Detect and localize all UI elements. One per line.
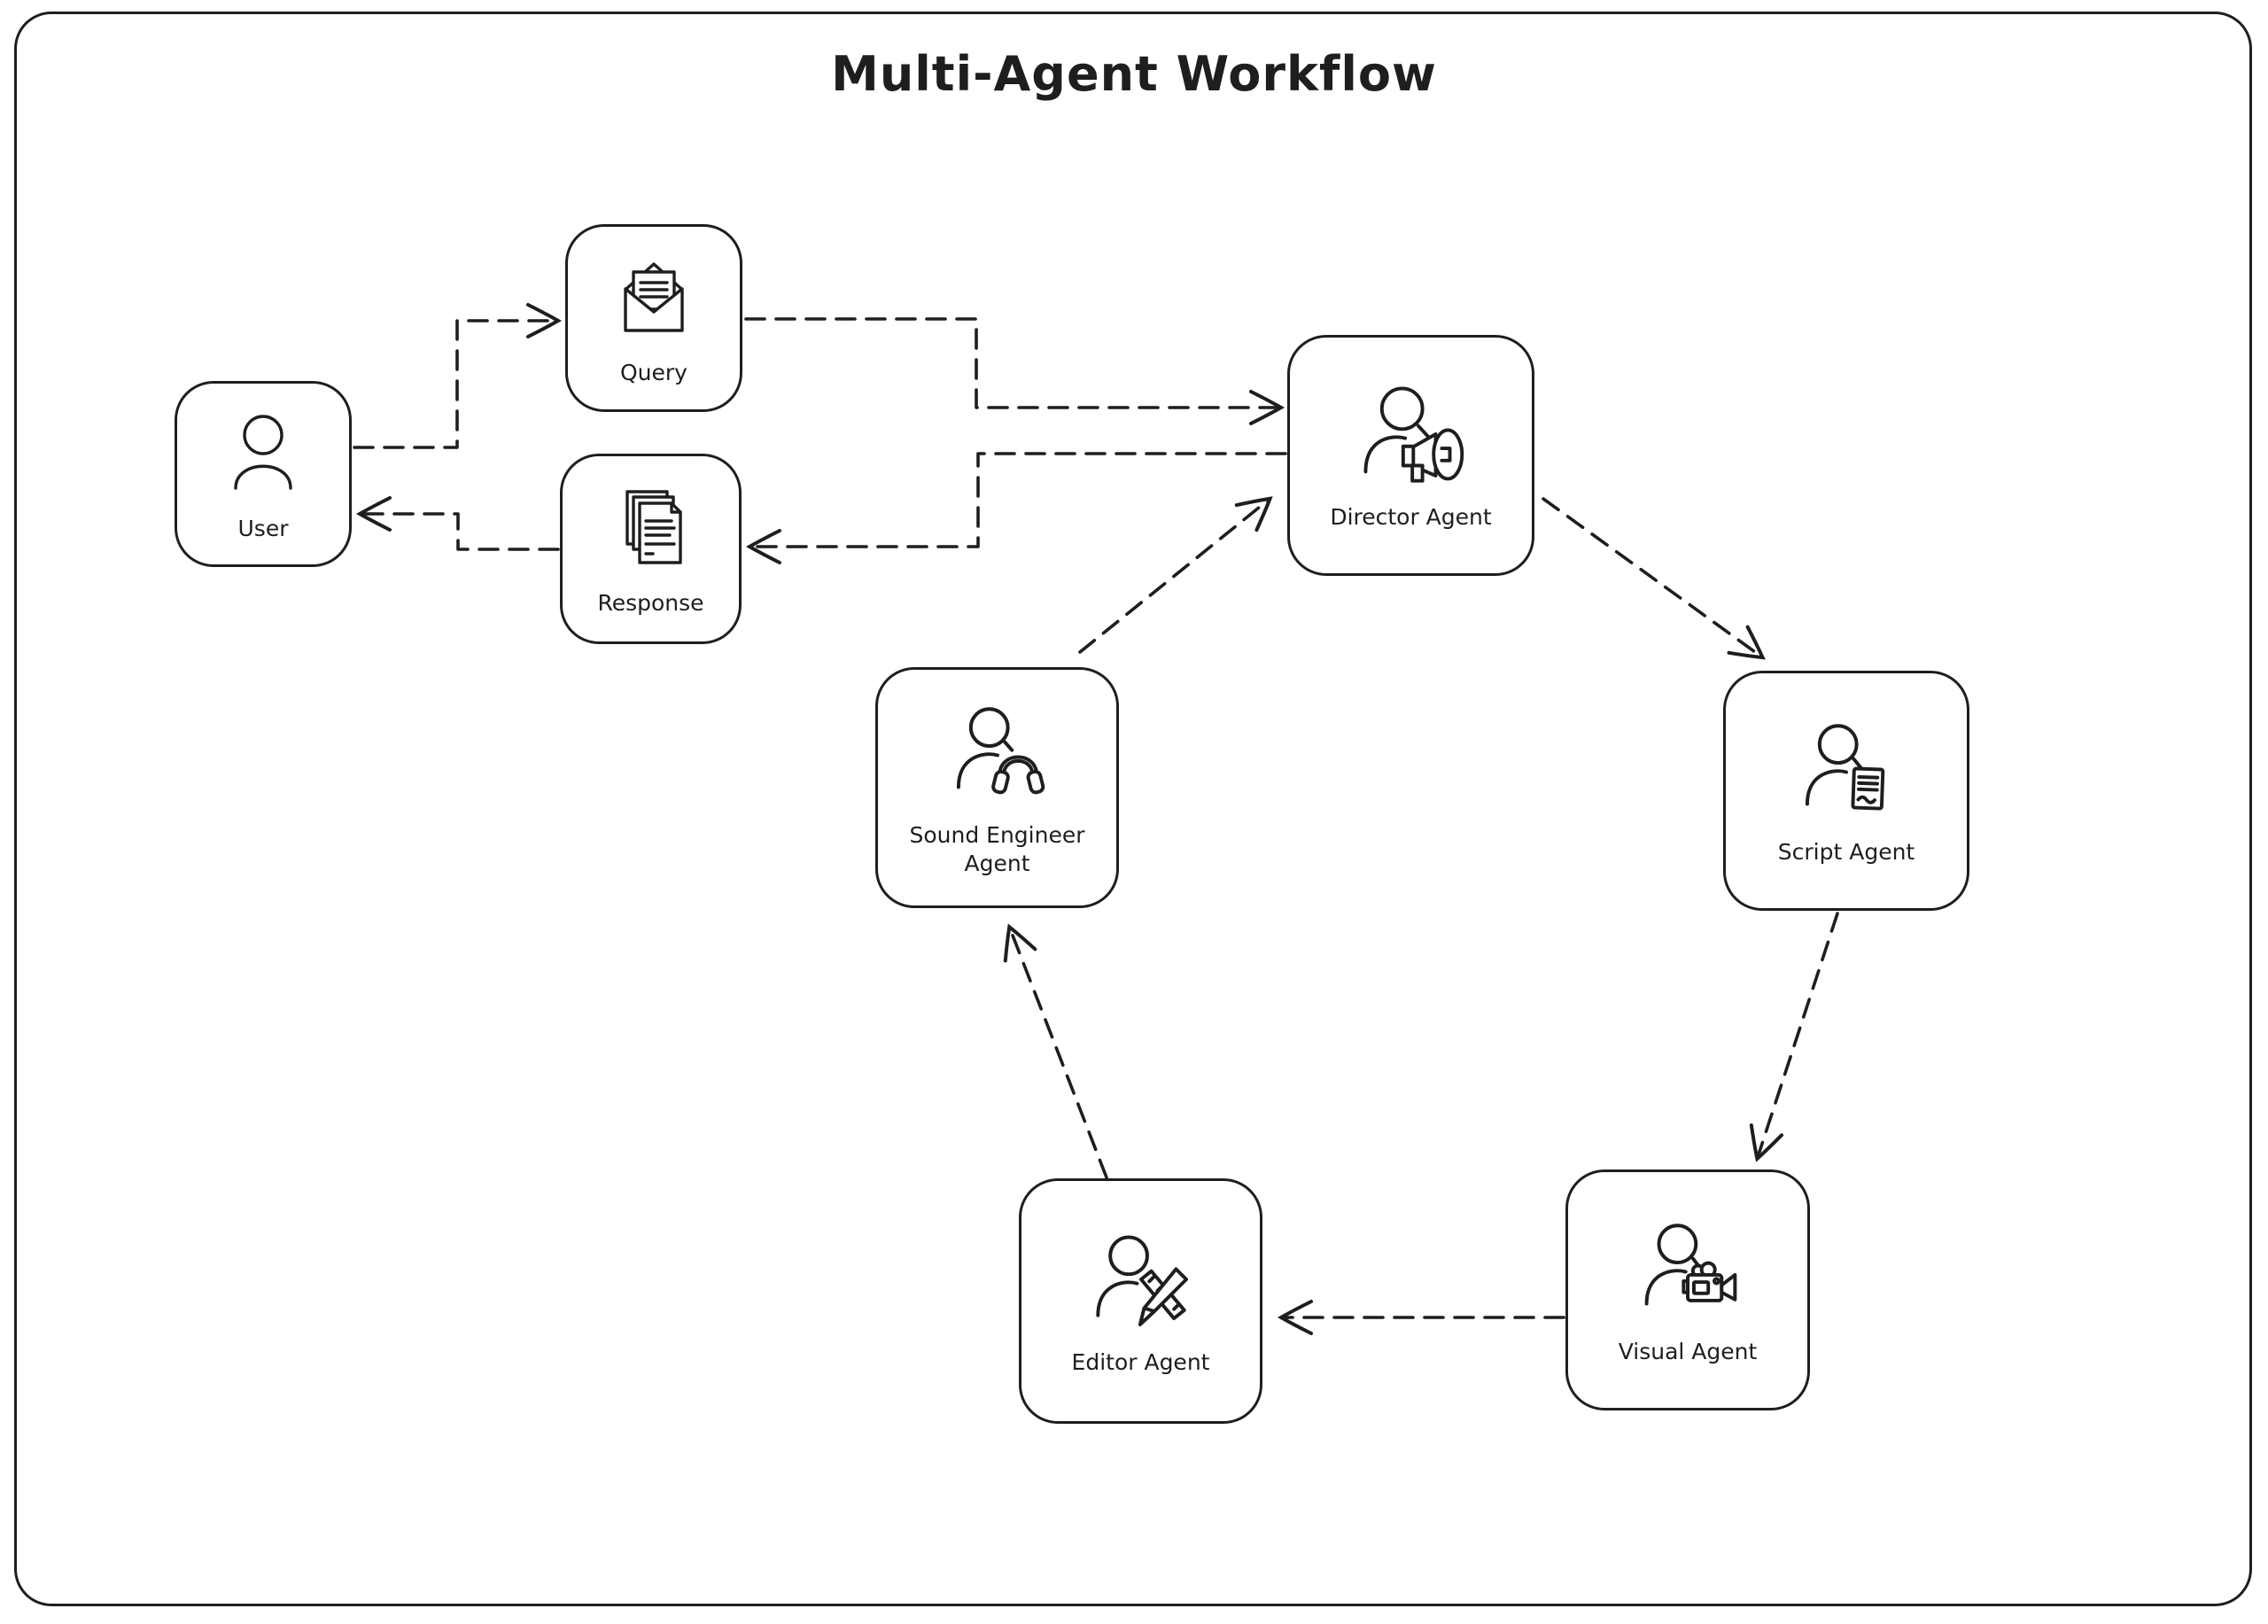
person-document-icon xyxy=(1805,724,1885,811)
arrow-editor-to-sound[interactable] xyxy=(1003,923,1108,1179)
node-label: Sound Engineer Agent xyxy=(909,821,1085,877)
node-label: Script Agent xyxy=(1777,839,1915,866)
arrow-query-to-director[interactable] xyxy=(744,317,1285,425)
node-script-agent[interactable]: Script Agent xyxy=(1723,671,1969,911)
node-label: Response xyxy=(597,590,704,617)
diagram-title: Multi-Agent Workflow xyxy=(831,46,1437,102)
node-label: Director Agent xyxy=(1330,503,1492,530)
documents-stack-icon xyxy=(625,490,682,564)
arrow-director-to-script[interactable] xyxy=(1542,497,1766,660)
envelope-letter-icon xyxy=(624,262,684,332)
arrow-response-to-user[interactable] xyxy=(355,496,560,551)
node-label: Editor Agent xyxy=(1071,1349,1210,1376)
node-director-agent[interactable]: Director Agent xyxy=(1287,335,1534,576)
arrow-script-to-visual[interactable] xyxy=(1749,912,1839,1162)
person-icon xyxy=(234,415,292,490)
node-visual-agent[interactable]: Visual Agent xyxy=(1565,1169,1810,1410)
arrow-sound-to-director[interactable] xyxy=(1078,496,1273,654)
node-label: Visual Agent xyxy=(1618,1338,1758,1364)
node-user[interactable]: User xyxy=(175,381,352,567)
person-video-camera-icon xyxy=(1644,1224,1737,1306)
person-editing-tools-icon xyxy=(1095,1235,1188,1327)
node-label: Query xyxy=(620,359,687,385)
arrow-director-to-response[interactable] xyxy=(745,452,1287,564)
person-megaphone-icon xyxy=(1363,386,1464,483)
node-label: User xyxy=(237,515,289,541)
node-response[interactable]: Response xyxy=(560,454,742,644)
node-editor-agent[interactable]: Editor Agent xyxy=(1019,1178,1262,1424)
person-headphones-icon xyxy=(956,706,1045,794)
arrow-user-to-query[interactable] xyxy=(353,303,563,449)
node-query[interactable]: Query xyxy=(565,224,742,412)
node-sound-engineer-agent[interactable]: Sound Engineer Agent xyxy=(875,667,1119,908)
